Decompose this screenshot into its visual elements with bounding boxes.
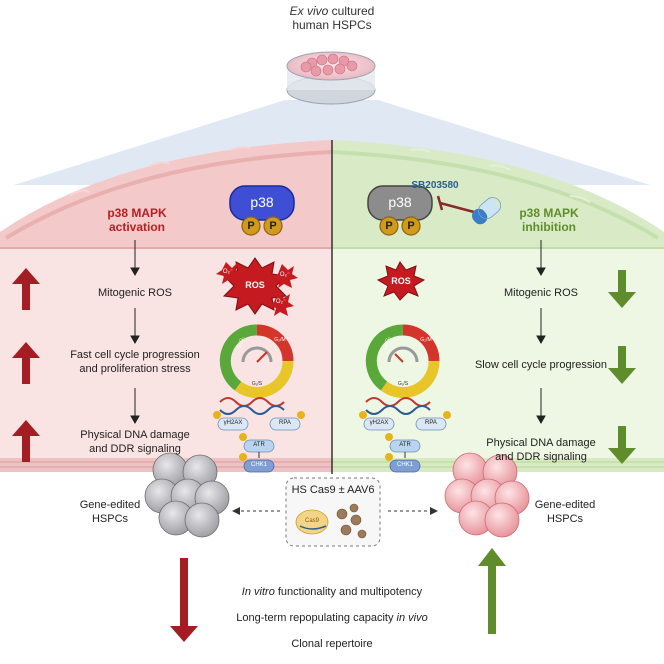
up-arrow-green bbox=[478, 548, 506, 634]
pill-icon bbox=[471, 196, 502, 225]
up-arrows bbox=[12, 268, 40, 462]
outcome-2: Long-term repopulating capacity in vivo bbox=[200, 612, 464, 624]
editing-label: HS Cas9 ± AAV6 bbox=[291, 484, 375, 496]
left-cells-label: Gene-edited HSPCs bbox=[70, 498, 150, 526]
down-arrows bbox=[608, 270, 636, 464]
gauge-left-g1s: G₁/S bbox=[251, 381, 263, 387]
right-step-ros: Mitogenic ROS bbox=[504, 287, 578, 299]
gauge-right-g1s: G₁/S bbox=[397, 381, 409, 387]
cell-cycle-gauge-right-icon bbox=[365, 324, 440, 398]
phospho-label-3: P bbox=[385, 220, 393, 232]
ddr-left-gh2ax: γH2AX bbox=[223, 420, 243, 426]
right-step-dna-l1: Physical DNA damage bbox=[486, 437, 596, 449]
p38-inhibited-label: p38 bbox=[388, 194, 412, 210]
source-label: Ex vivo cultured human HSPCs bbox=[232, 4, 432, 32]
gauge-left-g2m: G₂/M bbox=[274, 337, 286, 343]
aav-particles-icon bbox=[336, 503, 367, 539]
right-step-cycle: Slow cell cycle progression bbox=[474, 359, 608, 371]
right-title-line1: p38 MAPK bbox=[519, 206, 579, 220]
right-cells-l1: Gene-edited bbox=[534, 499, 596, 511]
ddr-right-rpa: RPA bbox=[425, 420, 437, 426]
left-step-dna-l2: and DDR signaling bbox=[89, 443, 181, 455]
petri-dish-icon bbox=[286, 51, 376, 105]
ros-burst-large-icon bbox=[216, 257, 298, 316]
left-step-dna: Physical DNA damage and DDR signaling bbox=[40, 428, 230, 456]
p38-active-icon bbox=[229, 185, 295, 236]
left-step-cycle-l1: Fast cell cycle progression bbox=[70, 349, 200, 361]
ddr-right-atr: ATR bbox=[399, 442, 411, 448]
outcome-1-italic: In vitro bbox=[241, 586, 275, 598]
down-arrow-red bbox=[170, 558, 198, 642]
cas9-label: Cas9 bbox=[304, 518, 319, 524]
phospho-label-4: P bbox=[407, 220, 415, 232]
source-line2: human HSPCs bbox=[292, 18, 372, 32]
cell-cycle-gauge-left-icon bbox=[219, 324, 294, 398]
right-step-dna: Physical DNA damage and DDR signaling bbox=[446, 436, 636, 464]
source-line1-italic: Ex vivo bbox=[289, 4, 329, 18]
ddr-right-gh2ax: γH2AX bbox=[369, 420, 389, 426]
right-title-line2: inhibition bbox=[522, 220, 576, 234]
gauge-right-g2m: G₂/M bbox=[420, 337, 432, 343]
left-step-dna-l1: Physical DNA damage bbox=[80, 429, 190, 441]
dna-damage-left-icon bbox=[213, 397, 305, 473]
o2-label-2: O₂⁻ bbox=[279, 272, 291, 278]
ros-label-right: ROS bbox=[391, 276, 411, 286]
left-cells-l1: Gene-edited bbox=[79, 499, 141, 511]
left-step-cycle-l2: and proliferation stress bbox=[79, 363, 191, 375]
o2-label-3: O₂⁻ bbox=[275, 299, 287, 305]
left-panel-title: p38 MAPK activation bbox=[72, 206, 202, 234]
cas9-icon bbox=[295, 509, 329, 535]
ddr-left-chk1: CHK1 bbox=[250, 462, 267, 468]
right-cells-l2: HSPCs bbox=[546, 513, 584, 525]
ros-label-left: ROS bbox=[245, 280, 265, 290]
left-title-line2: activation bbox=[108, 220, 165, 234]
o2-label-1: O₂⁻ bbox=[222, 269, 234, 275]
ros-burst-small-icon bbox=[376, 261, 426, 301]
ddr-left-rpa: RPA bbox=[279, 420, 291, 426]
phospho-label-2: P bbox=[269, 220, 277, 232]
p38-inhibited-icon bbox=[367, 185, 433, 236]
grey-cell-cluster-icon bbox=[144, 452, 230, 538]
left-step-ros: Mitogenic ROS bbox=[98, 287, 172, 299]
pink-cell-cluster-icon bbox=[444, 452, 530, 538]
left-cells-l2: HSPCs bbox=[91, 513, 129, 525]
left-title-line1: p38 MAPK bbox=[107, 206, 167, 220]
p38-active-label: p38 bbox=[250, 194, 274, 210]
inhibition-symbol bbox=[436, 195, 475, 214]
outcome-1: In vitro functionality and multipotency bbox=[200, 586, 464, 598]
phospho-label-1: P bbox=[247, 220, 255, 232]
outcome-2-italic: in vivo bbox=[396, 612, 428, 624]
right-step-dna-l2: and DDR signaling bbox=[495, 451, 587, 463]
dna-damage-right-icon bbox=[359, 397, 451, 473]
ddr-left-atr: ATR bbox=[253, 442, 265, 448]
left-step-cycle: Fast cell cycle progression and prolifer… bbox=[40, 348, 230, 376]
inhibitor-label: SB203580 bbox=[411, 180, 459, 191]
ddr-right-chk1: CHK1 bbox=[396, 462, 413, 468]
right-panel-title: p38 MAPK inhibition bbox=[484, 206, 614, 234]
outcome-3: Clonal repertoire bbox=[291, 638, 373, 650]
source-line1-rest: cultured bbox=[328, 4, 375, 18]
outcome-2-rest: Long-term repopulating capacity bbox=[236, 612, 397, 624]
right-cells-label: Gene-edited HSPCs bbox=[520, 498, 610, 526]
outcome-1-rest: functionality and multipotency bbox=[274, 586, 423, 598]
